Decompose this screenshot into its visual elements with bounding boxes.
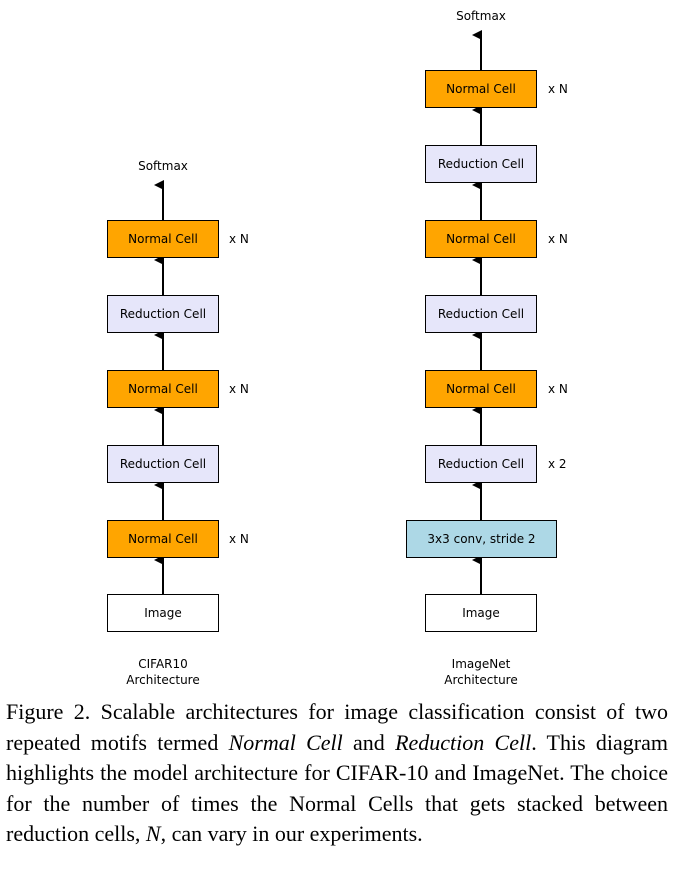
right-normal-cell-top: Normal Cell: [425, 70, 537, 108]
right-softmax-label: Softmax: [456, 9, 506, 23]
caption-emphasis-normal-cell: Normal Cell: [228, 729, 343, 755]
left-architecture-title-line2: Architecture: [126, 673, 200, 687]
left-repeat-label-top: x N: [229, 232, 249, 246]
right-architecture-title-line2: Architecture: [444, 673, 518, 687]
right-reduction-cell-lower: Reduction Cell: [425, 445, 537, 483]
left-reduction-cell-upper: Reduction Cell: [107, 295, 219, 333]
right-repeat-label-upper-middle: x N: [548, 232, 568, 246]
figure-caption: Figure 2. Scalable architectures for ima…: [6, 697, 668, 850]
arrows-layer: [154, 30, 482, 594]
right-repeat-label-lower-middle: x N: [548, 382, 568, 396]
right-normal-cell-upper-middle: Normal Cell: [425, 220, 537, 258]
left-image-box: Image: [107, 594, 219, 632]
right-image-box: Image: [425, 594, 537, 632]
left-reduction-cell-lower: Reduction Cell: [107, 445, 219, 483]
caption-part1: Figure 2. Scalable architectures for ima…: [6, 699, 668, 755]
right-repeat-label-top: x N: [548, 82, 568, 96]
caption-emphasis-reduction-cell: Reduction Cell: [395, 729, 532, 755]
right-repeat-label-reduction: x 2: [548, 457, 567, 471]
left-normal-cell-top: Normal Cell: [107, 220, 219, 258]
right-architecture-title-line1: ImageNet: [451, 657, 511, 671]
caption-part2: and: [342, 729, 396, 755]
caption-part3: . This diagram highlights the model arch…: [6, 729, 669, 847]
left-softmax-label: Softmax: [138, 159, 188, 173]
left-architecture-title-line1: CIFAR10: [138, 657, 188, 671]
right-normal-cell-lower-middle: Normal Cell: [425, 370, 537, 408]
right-reduction-cell-upper: Reduction Cell: [425, 145, 537, 183]
right-reduction-cell-middle: Reduction Cell: [425, 295, 537, 333]
left-normal-cell-middle: Normal Cell: [107, 370, 219, 408]
right-conv-stride-box: 3x3 conv, stride 2: [406, 520, 557, 558]
left-repeat-label-middle: x N: [229, 382, 249, 396]
caption-emphasis-n: N: [145, 821, 161, 846]
left-repeat-label-bottom: x N: [229, 532, 249, 546]
caption-part4: , can vary in our experiments.: [160, 821, 423, 846]
left-normal-cell-bottom: Normal Cell: [107, 520, 219, 558]
